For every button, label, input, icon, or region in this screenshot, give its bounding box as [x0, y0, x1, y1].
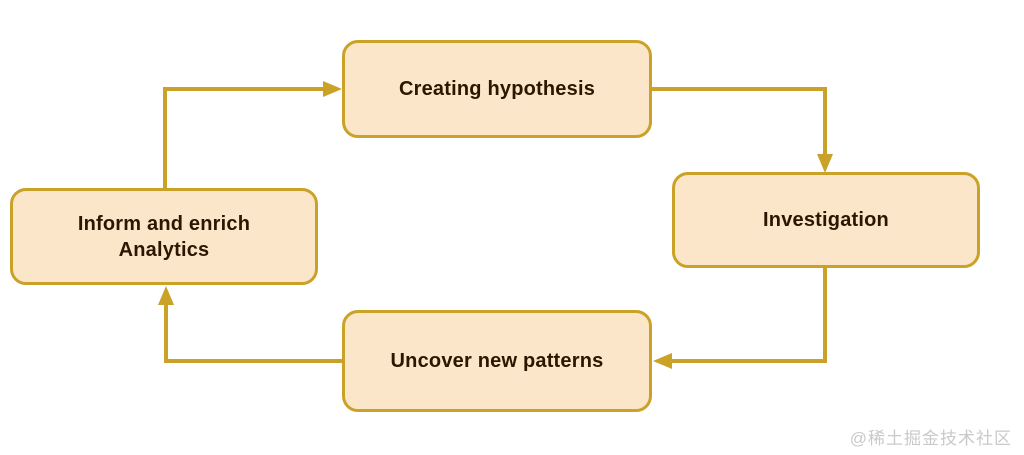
node-investigation: Investigation	[672, 172, 980, 268]
node-creating-hypothesis: Creating hypothesis	[342, 40, 652, 138]
node-uncover-new-patterns: Uncover new patterns	[342, 310, 652, 412]
edge-investigation-to-uncover-line	[669, 268, 827, 363]
node-label-creating-hypothesis: Creating hypothesis	[398, 78, 596, 100]
watermark-text: @稀土掘金技术社区	[849, 429, 1012, 448]
edge-inform-to-hypothesis-arrowhead	[323, 81, 342, 97]
edge-uncover-to-inform-arrowhead	[158, 286, 174, 305]
node-label-investigation: Investigation	[763, 209, 889, 231]
edge-inform-to-hypothesis-line	[163, 87, 326, 188]
node-label-uncover-new-patterns: Uncover new patterns	[390, 350, 604, 372]
node-label-inform-and-enrich-analytics: Inform and enrich Analytics	[77, 212, 251, 261]
edge-hypothesis-to-investigation-arrowhead	[817, 154, 833, 173]
edge-investigation-to-uncover-arrowhead	[653, 353, 672, 369]
edge-uncover-to-inform-line	[164, 301, 342, 363]
node-inform-and-enrich-analytics: Inform and enrich Analytics	[10, 188, 318, 285]
edge-hypothesis-to-investigation-line	[652, 87, 827, 158]
